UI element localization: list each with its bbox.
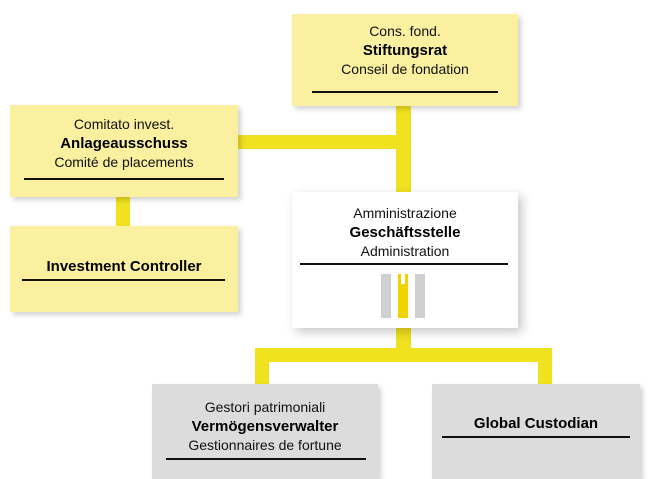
administration-italian: Amministrazione (353, 205, 457, 221)
administration-french: Administration (360, 243, 450, 259)
foundation-board-italian: Cons. fond. (369, 23, 441, 39)
asset-managers-underline (166, 458, 366, 460)
connector-admin-down (396, 326, 411, 354)
logo-bar-left (381, 274, 391, 318)
foundation-board-box: Cons. fond. Stiftungsrat Conseil de fond… (292, 14, 518, 106)
logo-bar-right (415, 274, 425, 318)
logo-dot (401, 274, 405, 284)
global-custodian-label: Global Custodian (473, 415, 599, 432)
asset-managers-french: Gestionnaires de fortune (188, 437, 342, 453)
connector-bottom-left (255, 348, 269, 384)
foundation-board-french: Conseil de fondation (341, 61, 469, 77)
investment-committee-box: Comitato invest. Anlageausschuss Comité … (10, 105, 238, 197)
connector-bottom-right (538, 348, 552, 384)
investment-committee-italian: Comitato invest. (73, 116, 175, 132)
administration-german: Geschäftsstelle (349, 224, 461, 241)
administration-underline (300, 263, 508, 265)
connector-committee-controller (116, 196, 130, 226)
asset-managers-italian: Gestori patrimoniali (204, 399, 326, 415)
logo-bar-center (398, 274, 408, 318)
investment-controller-box: Investment Controller (10, 226, 238, 312)
foundation-board-german: Stiftungsrat (362, 42, 448, 59)
investment-controller-label: Investment Controller (46, 258, 202, 275)
asset-managers-german: Vermögensverwalter (191, 418, 339, 435)
global-custodian-box: Global Custodian (432, 384, 640, 479)
investment-committee-french: Comité de placements (54, 154, 194, 170)
asset-managers-box: Gestori patrimoniali Vermögensverwalter … (152, 384, 378, 479)
foundation-board-underline (312, 91, 498, 93)
global-custodian-underline (442, 436, 630, 438)
investment-committee-underline (24, 178, 224, 180)
investment-committee-german: Anlageausschuss (60, 135, 188, 152)
connector-board-vertical (396, 106, 411, 210)
connector-committee-horizontal (228, 135, 404, 149)
connector-bottom-horizontal (255, 348, 552, 362)
investment-controller-underline (22, 279, 225, 281)
